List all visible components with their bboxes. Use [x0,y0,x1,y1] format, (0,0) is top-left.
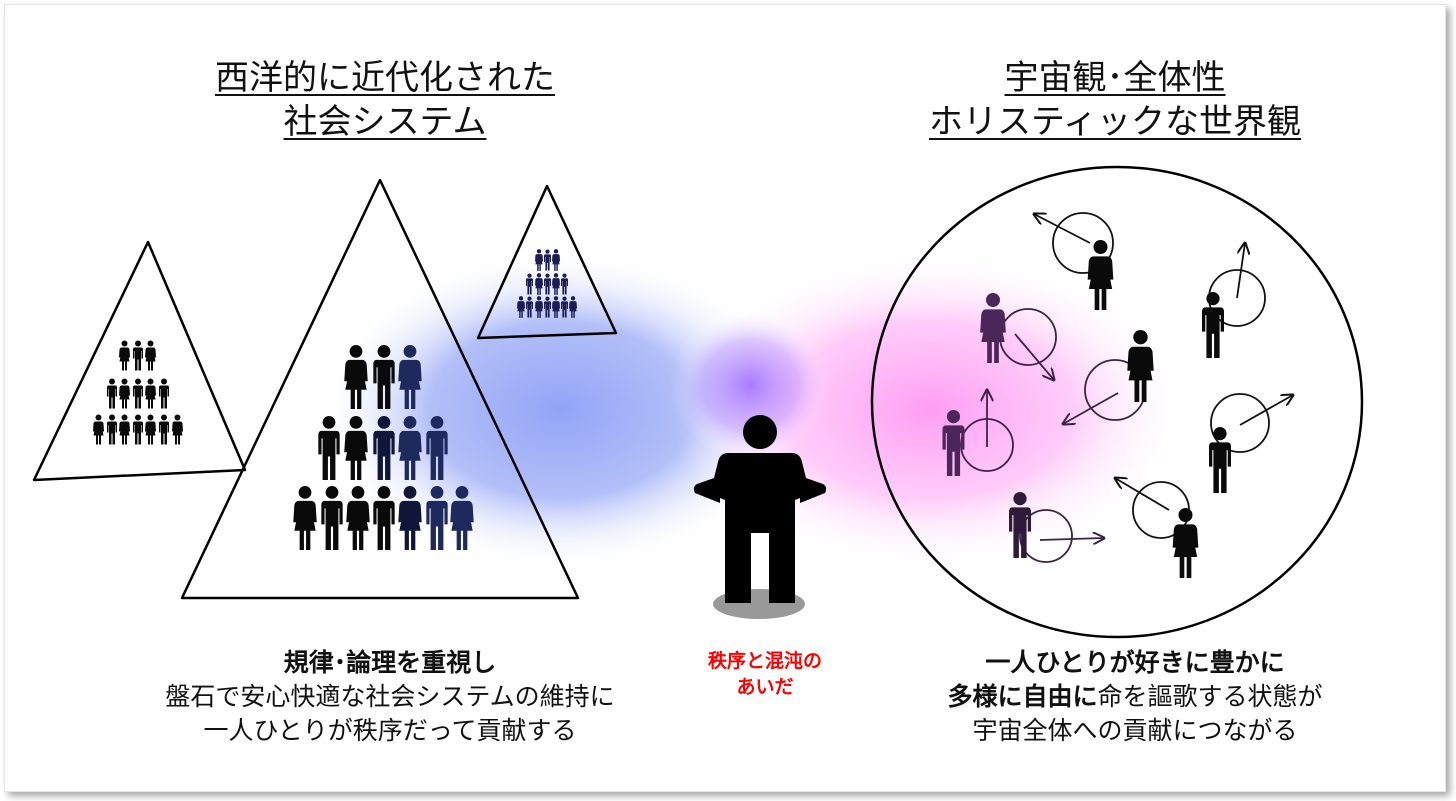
right-title-line2: ホリスティックな世界観 [929,102,1301,142]
left-caption: 規律･論理を重視し 盤石で安心快適な社会システムの維持に 一人ひとりが秩序だって… [120,646,660,748]
center-label-line1: 秩序と混沌の [707,650,822,672]
left-caption-line3: 一人ひとりが秩序だって貢献する [203,716,577,745]
holistic-cosmos-circle [870,165,1364,639]
person-icon [693,415,827,603]
left-title-line2: 社会システム [283,102,487,142]
right-title-line1: 宇宙観･全体性 [1004,58,1226,98]
right-caption-line1: 一人ひとりが好きに豊かに [985,648,1285,677]
between-glow [670,310,830,460]
right-caption-line2-bold: 多様に自由に [947,682,1098,711]
right-title: 宇宙観･全体性 ホリスティックな世界観 [860,56,1370,144]
left-title-line1: 西洋的に近代化された [215,58,555,98]
center-label-line2: あいだ [736,676,794,698]
right-caption-line2-rest: 命を謳歌する状態が [1097,682,1323,711]
right-caption-line3: 宇宙全体への貢献につながる [972,716,1298,745]
right-caption: 一人ひとりが好きに豊かに 多様に自由に命を謳歌する状態が 宇宙全体への貢献につな… [880,646,1390,748]
left-caption-line2: 盤石で安心快適な社会システムの維持に [165,682,615,711]
between-order-chaos-label: 秩序と混沌の あいだ [680,648,850,700]
left-caption-line1: 規律･論理を重視し [283,648,497,677]
right-caption-line2: 多様に自由に命を謳歌する状態が [880,680,1390,714]
left-title: 西洋的に近代化された 社会システム [130,56,640,144]
